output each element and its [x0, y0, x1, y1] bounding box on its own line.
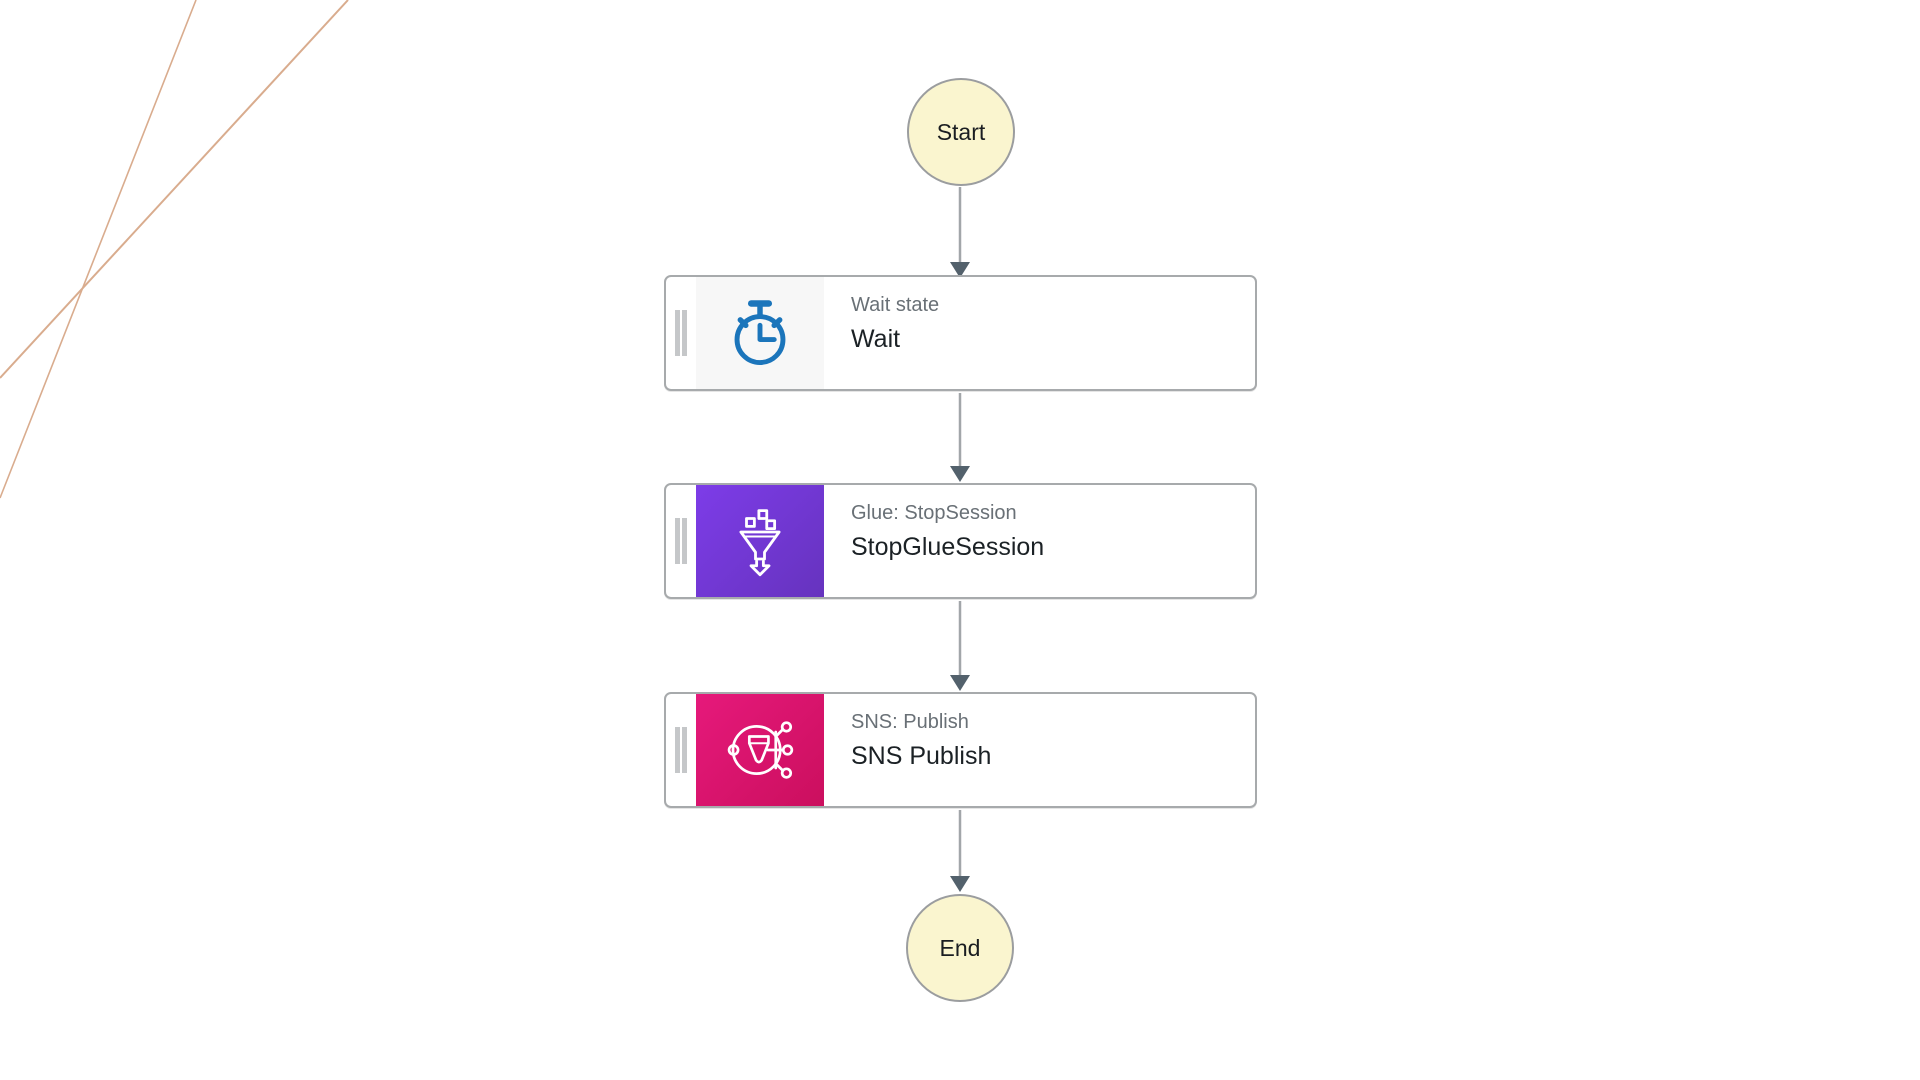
end-node[interactable]: End — [906, 894, 1014, 1002]
grip-bar — [675, 518, 680, 564]
state-name-label: StopGlueSession — [851, 533, 1045, 561]
state-name-label: Wait — [851, 325, 901, 353]
state-type-label: Wait state — [851, 294, 940, 316]
grip-bar — [682, 727, 687, 773]
start-label: Start — [936, 118, 986, 145]
grip-bar — [675, 310, 680, 356]
decorative-lines — [0, 0, 349, 499]
arrow-wait-to-glue — [950, 393, 970, 482]
end-label: End — [939, 934, 981, 961]
sns-publish-icon — [696, 694, 824, 806]
state-type-label: SNS: Publish — [851, 711, 969, 733]
state-labels: SNS: Publish SNS Publish — [824, 694, 1255, 806]
state-stop-glue-session[interactable]: Glue: StopSession StopGlueSession — [664, 483, 1257, 599]
arrow-sns-to-end — [950, 810, 970, 892]
state-labels: Glue: StopSession StopGlueSession — [824, 485, 1255, 597]
grip-bar — [682, 518, 687, 564]
arrow-glue-to-sns — [950, 601, 970, 691]
stopwatch-icon — [696, 277, 824, 389]
state-wait[interactable]: Wait state Wait — [664, 275, 1257, 391]
arrow-start-to-wait — [950, 187, 970, 278]
grip-bar — [682, 310, 687, 356]
drag-handle[interactable] — [666, 694, 696, 806]
state-type-label: Glue: StopSession — [851, 502, 1017, 524]
start-node[interactable]: Start — [907, 78, 1015, 186]
state-labels: Wait state Wait — [824, 277, 1255, 389]
state-name-label: SNS Publish — [851, 742, 992, 770]
grip-bar — [675, 727, 680, 773]
drag-handle[interactable] — [666, 277, 696, 389]
state-sns-publish[interactable]: SNS: Publish SNS Publish — [664, 692, 1257, 808]
glue-funnel-icon — [696, 485, 824, 597]
drag-handle[interactable] — [666, 485, 696, 597]
